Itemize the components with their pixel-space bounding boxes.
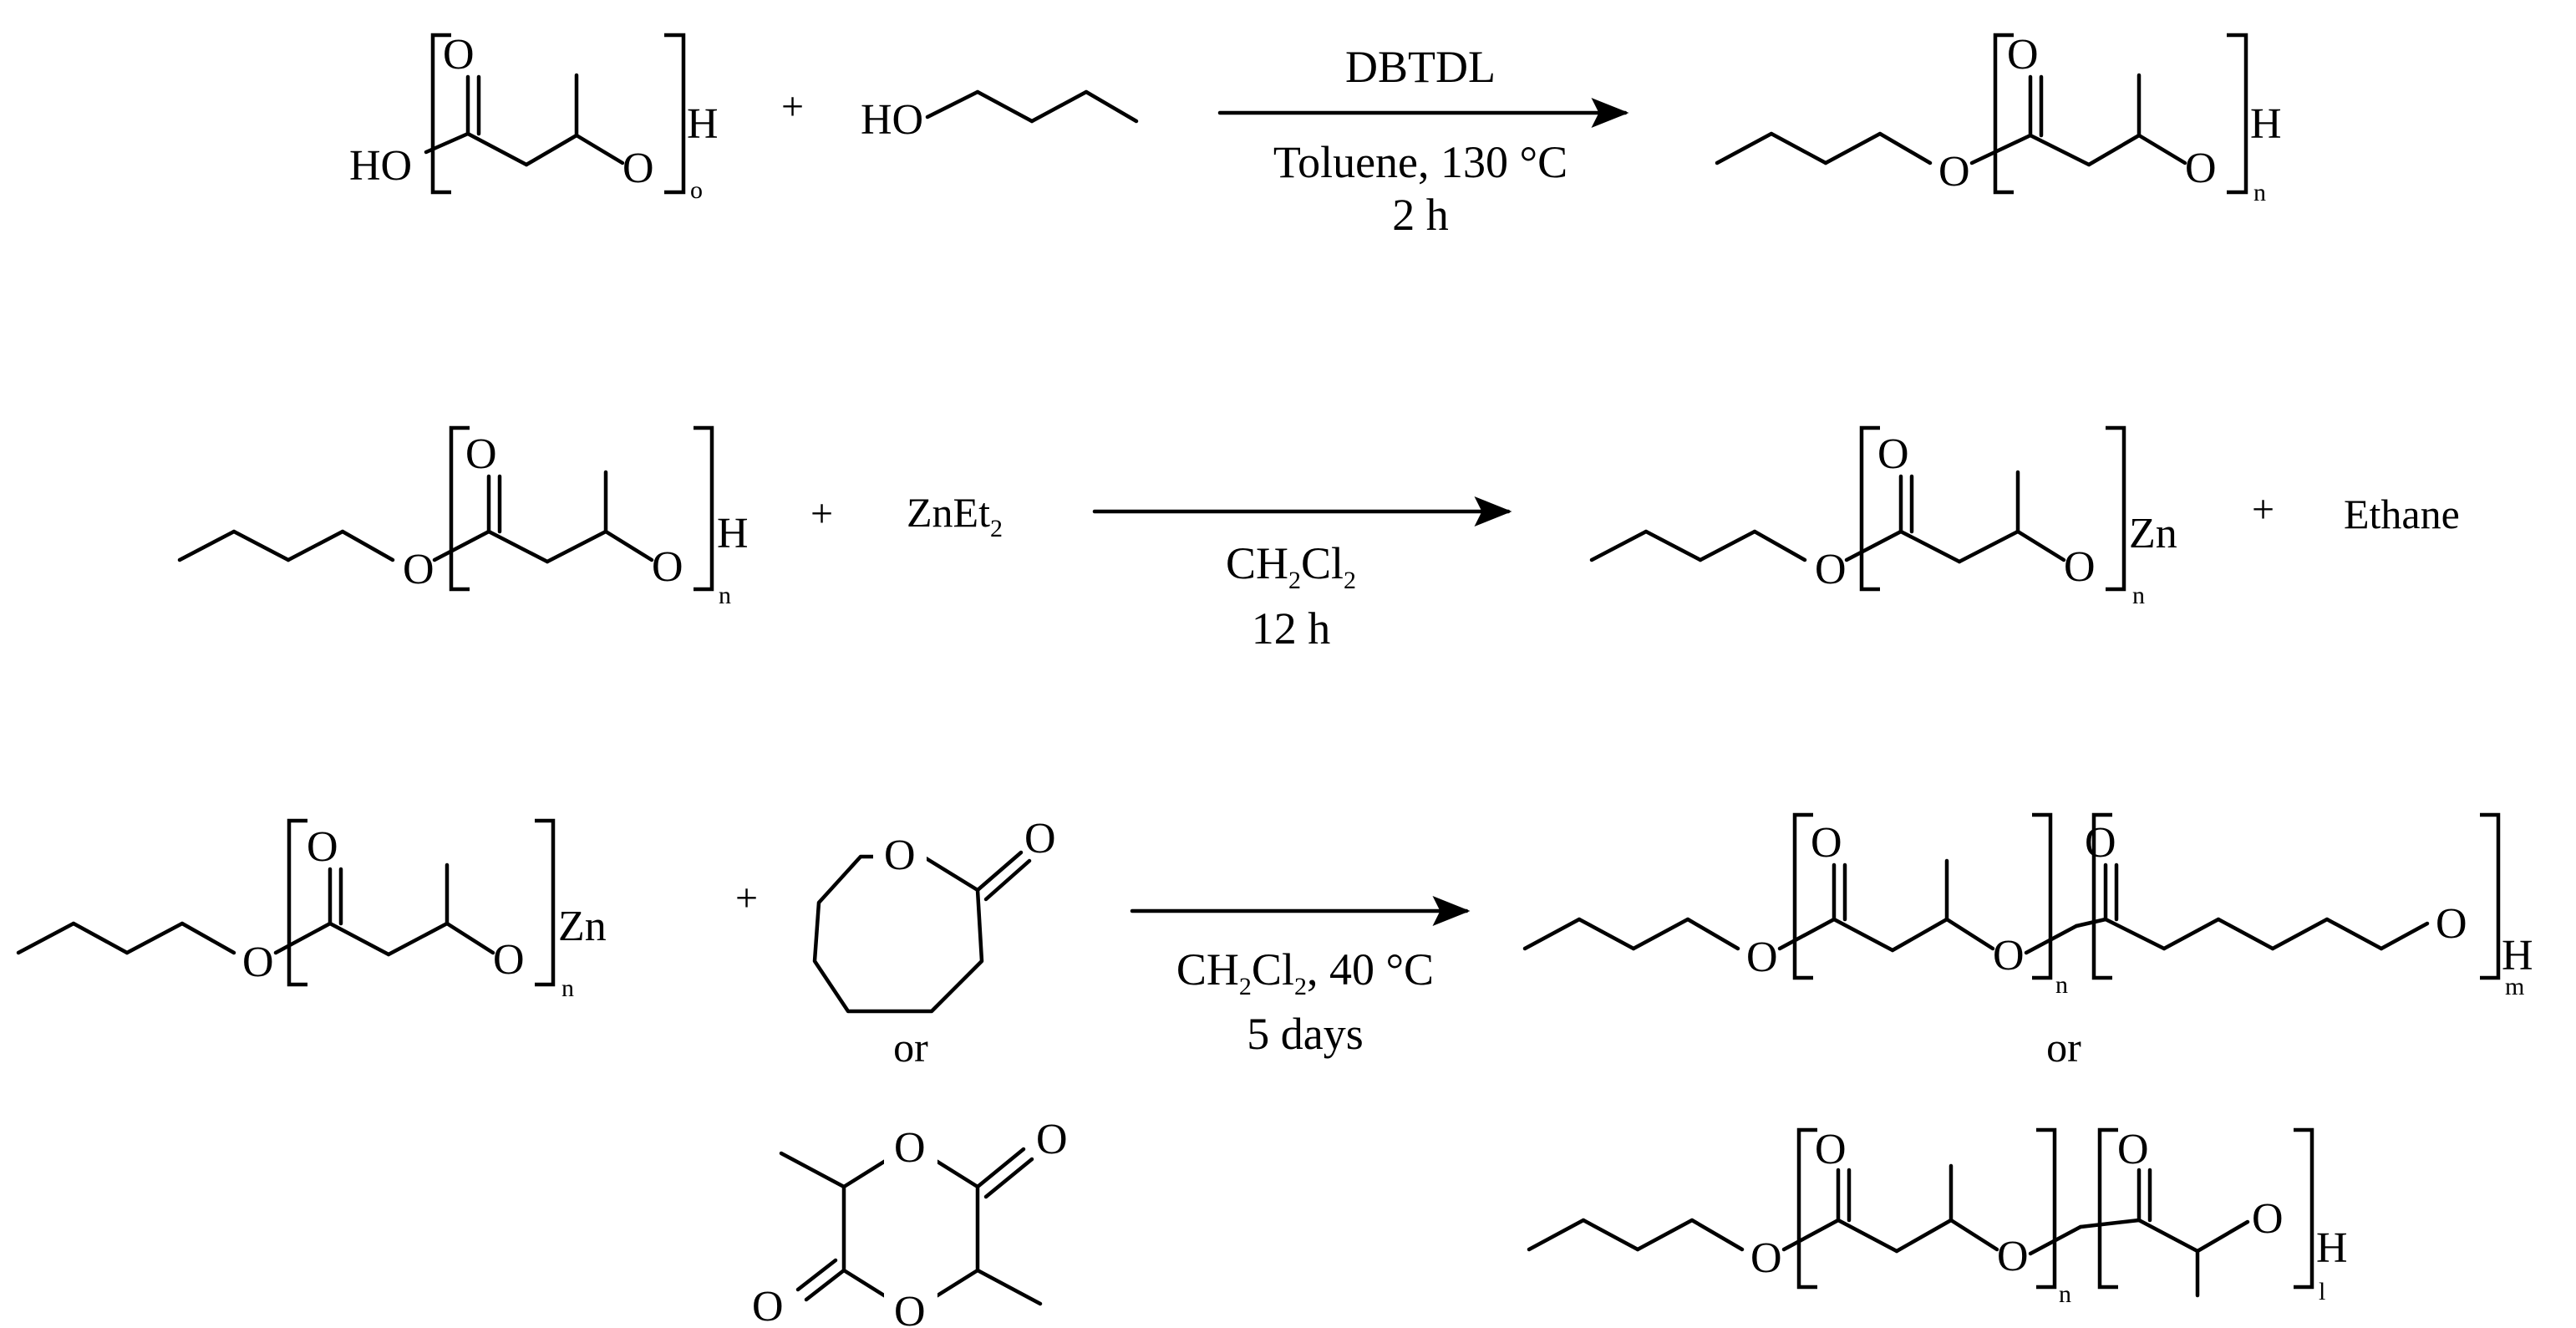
phb-pla-copolymer-structure: O O O n O O H l: [1527, 1126, 2348, 1308]
plus-sign: +: [810, 491, 833, 536]
plus-sign: +: [781, 84, 804, 129]
reaction-arrow-3: CH2Cl2, 40 °C 5 days: [1130, 896, 1471, 1059]
butyl-phb-structure: O O O H n: [1715, 31, 2282, 206]
reaction-3: O O O Zn n + O O or: [16, 812, 2533, 1328]
ester-oxygen-label: O: [1750, 1234, 1782, 1282]
caprolactone-structure: O O: [812, 815, 1056, 1014]
reaction-2: O O O H n + ZnEt2 CH2Cl2 12 h: [177, 425, 2460, 654]
catalyst-label: DBTDL: [1345, 42, 1496, 92]
terminal-h-label: H: [687, 100, 719, 148]
ether-oxygen-label: O: [2436, 900, 2467, 948]
hydroxyl-label: HO: [349, 142, 412, 190]
carbonyl-oxygen-label: O: [1815, 1126, 1847, 1173]
zinc-alkoxide-reactant-structure: O O O Zn n: [16, 818, 607, 1002]
repeat-subscript-o: o: [690, 176, 703, 204]
ester-oxygen-label: O: [242, 939, 274, 986]
phb-pcl-copolymer-structure: O O O n O O H: [1522, 812, 2533, 1000]
reaction-1: HO O O H o + HO DBTDL T: [349, 31, 2282, 240]
reaction-arrow-2: CH2Cl2 12 h: [1092, 496, 1512, 654]
carbonyl-oxygen-label: O: [443, 31, 475, 79]
svg-text:ZnEt2: ZnEt2: [907, 489, 1003, 542]
butanol-hydroxyl-label: HO: [861, 96, 923, 144]
or-label: or: [893, 1024, 928, 1071]
carbonyl-oxygen-label: O: [752, 1283, 784, 1328]
terminal-h-label: H: [2502, 932, 2533, 979]
terminal-h-label: H: [2250, 100, 2282, 148]
terminal-h-label: H: [2316, 1224, 2348, 1272]
diethylzinc-label: ZnEt2: [907, 489, 1003, 542]
ether-oxygen-label: O: [622, 145, 654, 192]
ether-oxygen-label: O: [1997, 1233, 2029, 1280]
ether-oxygen-label: O: [652, 543, 683, 591]
ether-oxygen-label: O: [493, 936, 525, 984]
ester-oxygen-label: O: [1815, 546, 1847, 593]
ester-oxygen-label: O: [403, 546, 434, 593]
repeat-subscript-n: n: [2055, 971, 2068, 999]
ring-oxygen-bottom-label: O: [894, 1288, 926, 1328]
repeat-subscript-n: n: [2253, 179, 2266, 206]
zinc-label: Zn: [2129, 510, 2177, 557]
zinc-reagent-main: ZnEt: [907, 489, 990, 536]
butyl-phb-reactant-structure: O O O H n: [177, 425, 749, 609]
phb-acid-structure: HO O O H o: [349, 31, 719, 204]
ring-oxygen-label: O: [884, 832, 916, 879]
carbonyl-oxygen-label: O: [2007, 31, 2039, 79]
ether-oxygen-label: O: [2252, 1195, 2284, 1243]
time-label: 5 days: [1247, 1009, 1363, 1059]
terminal-h-label: H: [717, 510, 749, 557]
time-label: 12 h: [1252, 603, 1331, 654]
carbonyl-oxygen-label: O: [1877, 430, 1909, 478]
carbonyl-oxygen-label: O: [2085, 819, 2116, 867]
repeat-subscript-n: n: [719, 582, 731, 609]
plus-sign: +: [735, 876, 758, 920]
carbonyl-oxygen-label: O: [1024, 815, 1056, 862]
plus-sign: +: [2252, 487, 2274, 532]
carbonyl-oxygen-label: O: [307, 823, 338, 871]
ether-oxygen-label: O: [2064, 543, 2096, 591]
solvent-label: CH2Cl2: [1226, 538, 1356, 594]
carbonyl-oxygen-label: O: [2117, 1126, 2149, 1173]
lactide-structure: O O O O: [752, 1116, 1068, 1328]
zinc-label: Zn: [558, 903, 607, 950]
solvent-temp-label: CH2Cl2, 40 °C: [1176, 944, 1434, 1000]
carbonyl-oxygen-label: O: [1811, 819, 1842, 867]
repeat-subscript-l: l: [2319, 1278, 2325, 1305]
ring-oxygen-top-label: O: [894, 1124, 926, 1172]
zinc-reagent-subscript: 2: [990, 515, 1003, 542]
repeat-subscript-m: m: [2505, 973, 2524, 1000]
solvent-temp-label: Toluene, 130 °C: [1273, 137, 1567, 187]
ester-oxygen-label: O: [1938, 148, 1970, 196]
ester-oxygen-label: O: [1746, 934, 1778, 981]
zinc-alkoxide-structure: O O O Zn n: [1589, 425, 2177, 609]
ether-oxygen-label: O: [1993, 932, 2025, 979]
reaction-arrow-1: DBTDL Toluene, 130 °C 2 h: [1217, 42, 1629, 240]
repeat-subscript-n: n: [2132, 582, 2145, 609]
repeat-subscript-n: n: [561, 974, 574, 1002]
repeat-subscript-n: n: [2059, 1280, 2071, 1308]
carbonyl-oxygen-label: O: [465, 430, 497, 478]
butanol-structure: HO: [861, 89, 1139, 144]
carbonyl-oxygen-label: O: [1036, 1116, 1068, 1163]
ether-oxygen-label: O: [2185, 145, 2217, 192]
ethane-label: Ethane: [2344, 491, 2460, 537]
time-label: 2 h: [1392, 190, 1449, 240]
or-label: or: [2046, 1024, 2081, 1071]
